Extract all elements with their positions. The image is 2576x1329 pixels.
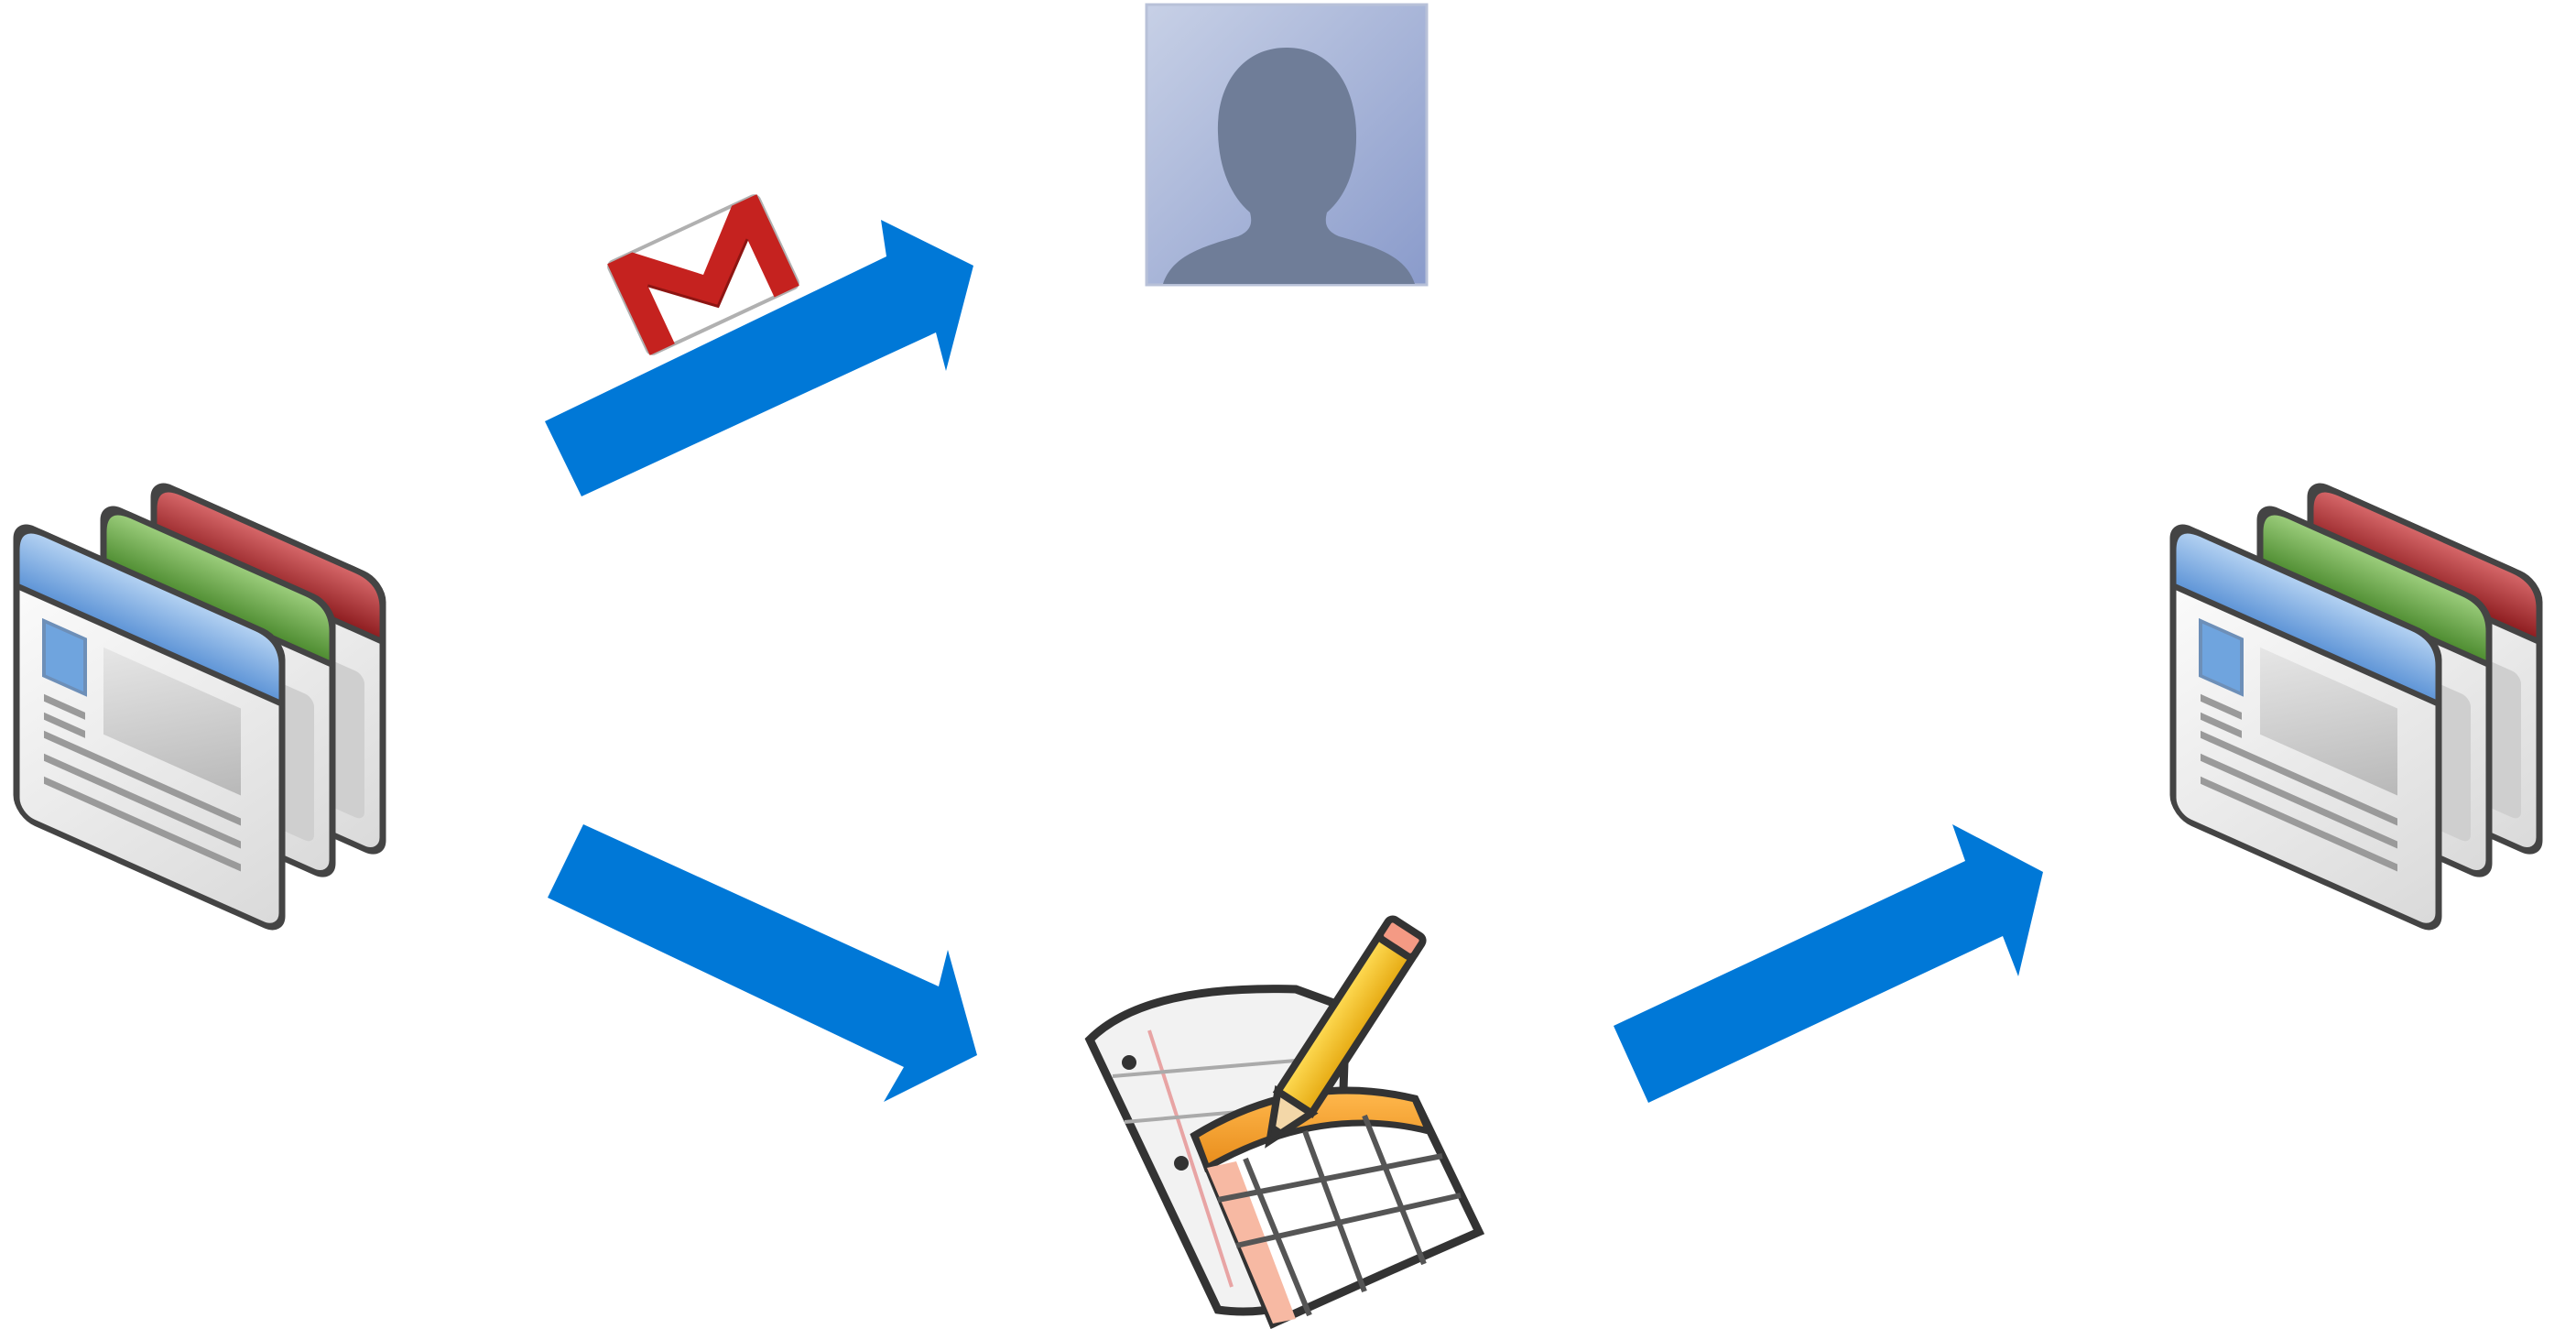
gmail-envelope-icon bbox=[607, 194, 799, 355]
person-silhouette-icon bbox=[1145, 3, 1429, 287]
google-sites-icon bbox=[2173, 480, 2539, 932]
arrow-to-sites-target bbox=[1614, 824, 2043, 1103]
arrow-to-contact bbox=[545, 220, 973, 496]
arrow-to-spreadsheet bbox=[548, 824, 977, 1102]
google-sites-icon bbox=[16, 480, 383, 932]
google-spreadsheet-icon bbox=[1084, 915, 1485, 1329]
arrows-layer bbox=[545, 220, 2043, 1103]
